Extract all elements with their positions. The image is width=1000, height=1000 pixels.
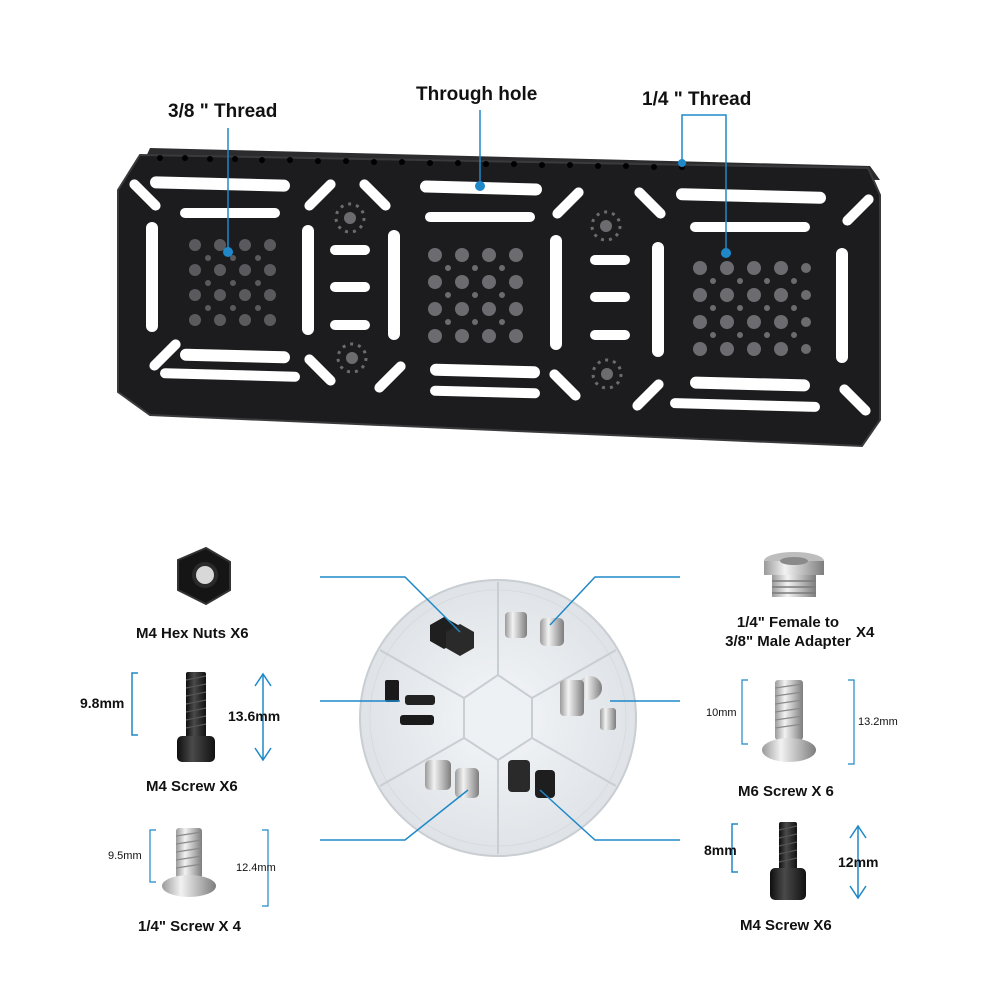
- quarter-screw-dimensions: [149, 829, 269, 907]
- m4-screw-right-label: M4 Screw X6: [740, 917, 832, 934]
- plate-edge-holes: [157, 155, 685, 170]
- m4-left-total-length: 13.6mm: [228, 708, 281, 724]
- m4-screw-right-dimensions: [731, 823, 867, 900]
- hole-grid-left: [189, 239, 276, 326]
- adapter-label-line2: 3/8" Male Adapter: [725, 633, 851, 650]
- accessory-box: [320, 576, 680, 857]
- m6-total-length: 13.2mm: [858, 716, 898, 728]
- cheese-plate: [117, 110, 881, 448]
- m4-screw-left-image: [177, 672, 215, 762]
- m4-left-thread-length: 9.8mm: [80, 695, 125, 711]
- m6-thread-length: 10mm: [706, 707, 737, 719]
- quarter-screw-image: [162, 828, 216, 897]
- m4-right-total-length: 12mm: [838, 854, 879, 870]
- m4-right-thread-length: 8mm: [704, 842, 737, 858]
- quarter-thread-length: 9.5mm: [108, 850, 142, 862]
- adapter-label-line1: 1/4" Female to: [736, 614, 840, 631]
- box-pointer-lines: [320, 576, 680, 841]
- quarter-screw-label: 1/4" Screw X 4: [138, 918, 242, 935]
- callout-dot-14: [721, 248, 731, 258]
- plate-callouts: [227, 110, 727, 252]
- thread-14-label: 1/4 " Thread: [642, 89, 752, 110]
- callout-dot-through: [475, 181, 485, 191]
- callout-dot-38: [223, 247, 233, 257]
- adapter-image: [764, 552, 824, 597]
- m4-screw-left-dimensions: [131, 672, 272, 762]
- hex-nut-image: [177, 546, 231, 606]
- m4-screw-right-image: [770, 822, 806, 900]
- m4-screw-left-label: M4 Screw X6: [146, 778, 238, 795]
- quarter-total-length: 12.4mm: [236, 862, 276, 874]
- rosette-holes: [334, 202, 623, 390]
- adapter-qty: X4: [856, 624, 875, 641]
- hole-grid-right: [693, 261, 811, 356]
- hole-grid-center: [428, 248, 523, 343]
- m6-screw-label: M6 Screw X 6: [738, 783, 834, 800]
- m6-screw-dimensions: [741, 679, 855, 765]
- hex-nuts-label: M4 Hex Nuts X6: [136, 625, 249, 642]
- through-hole-label: Through hole: [416, 84, 538, 105]
- m6-screw-image: [762, 680, 816, 762]
- thread-38-label: 3/8 " Thread: [168, 101, 278, 122]
